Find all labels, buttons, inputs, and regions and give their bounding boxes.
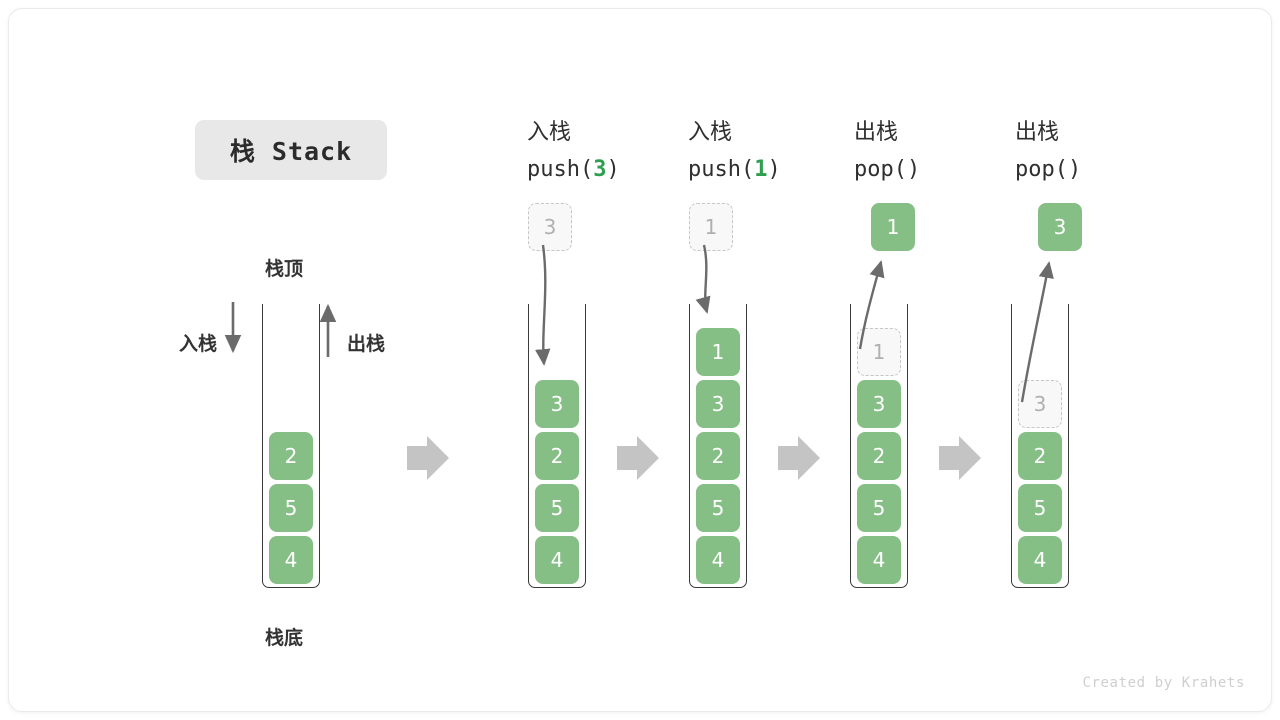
step-arrow-1 — [407, 436, 449, 480]
stack-cell: 1 — [696, 328, 740, 376]
stack-cell: 5 — [857, 484, 901, 532]
stack-container-pop-1 — [850, 304, 908, 588]
stack-container-push-3 — [528, 304, 586, 588]
stack-cell: 3 — [535, 380, 579, 428]
stack-container-push-1 — [689, 304, 747, 588]
column-header-cn-push-1: 入栈 — [688, 120, 733, 145]
column-header-pop-3: 出栈 pop() — [1015, 114, 1175, 188]
column-header-code-push-3: push(3) — [527, 157, 620, 182]
stack-cell: 5 — [269, 484, 313, 532]
step-arrow-4 — [939, 436, 981, 480]
stack-cell: 2 — [269, 432, 313, 480]
floating-cell-pop-1: 1 — [871, 203, 915, 251]
stack-cell: 3 — [857, 380, 901, 428]
stack-cell: 5 — [696, 484, 740, 532]
push-side-label: 入栈 — [179, 333, 218, 355]
pop-side-label: 出栈 — [347, 333, 386, 355]
stack-cell: 4 — [1018, 536, 1062, 584]
stack-bottom-label: 栈底 — [265, 627, 304, 649]
stack-cell: 5 — [535, 484, 579, 532]
stack-cell: 3 — [696, 380, 740, 428]
stack-cell: 4 — [269, 536, 313, 584]
step-arrow-2 — [617, 436, 659, 480]
push-1-curve-arrow — [695, 244, 711, 314]
floating-cell-push-1: 1 — [689, 203, 733, 251]
column-header-code-pop-1: pop() — [854, 157, 921, 182]
stack-cell-ghost: 1 — [857, 328, 901, 376]
diagram-canvas: 栈 Stack 栈顶 栈底 入栈 出栈 入栈 push(3) 入栈 push(1… — [8, 8, 1272, 712]
column-header-cn-pop-3: 出栈 — [1015, 120, 1060, 145]
column-header-push-1: 入栈 push(1) — [688, 114, 848, 188]
diagram-title-chip: 栈 Stack — [195, 120, 387, 180]
stack-top-label: 栈顶 — [265, 258, 304, 280]
column-header-pop-1: 出栈 pop() — [854, 114, 1014, 188]
stack-container-initial — [262, 304, 320, 588]
stack-container-pop-3 — [1011, 304, 1069, 588]
stack-cell-ghost: 3 — [1018, 380, 1062, 428]
column-header-code-pop-3: pop() — [1015, 157, 1082, 182]
stack-cell: 4 — [696, 536, 740, 584]
stack-cell: 2 — [857, 432, 901, 480]
stack-cell: 2 — [696, 432, 740, 480]
stack-cell: 2 — [535, 432, 579, 480]
column-header-cn-pop-1: 出栈 — [854, 120, 899, 145]
step-arrow-3 — [778, 436, 820, 480]
floating-cell-pop-3: 3 — [1038, 203, 1082, 251]
column-header-cn-push-3: 入栈 — [527, 120, 572, 145]
stack-cell: 4 — [857, 536, 901, 584]
stack-cell: 4 — [535, 536, 579, 584]
stack-cell: 5 — [1018, 484, 1062, 532]
column-header-code-push-1: push(1) — [688, 157, 781, 182]
floating-cell-push-3: 3 — [528, 203, 572, 251]
watermark: Created by Krahets — [1082, 675, 1245, 691]
column-header-push-3: 入栈 push(3) — [527, 114, 687, 188]
stack-cell: 2 — [1018, 432, 1062, 480]
